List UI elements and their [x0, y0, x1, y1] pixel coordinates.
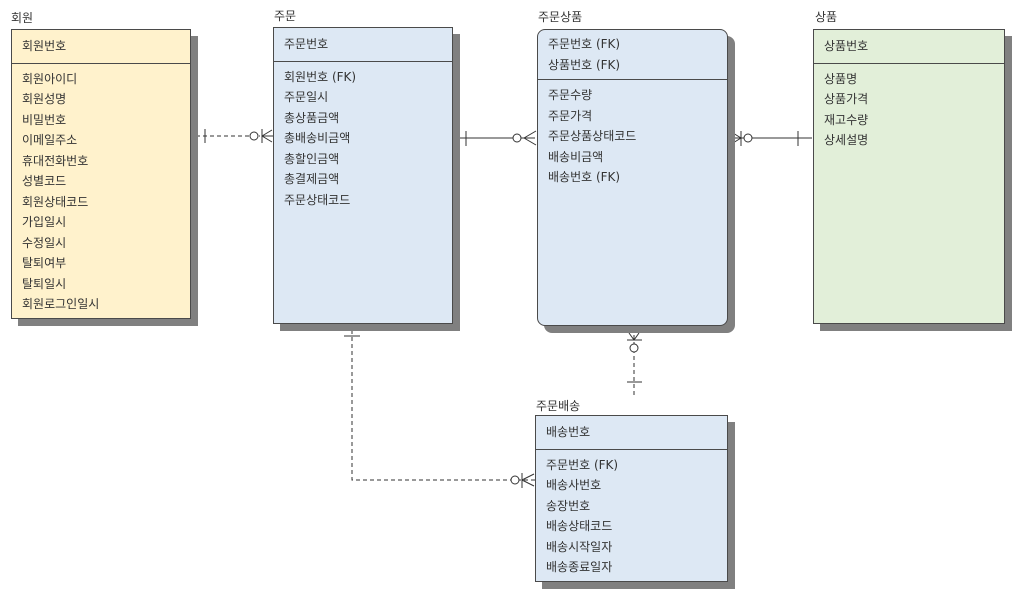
attr: 배송사번호	[546, 478, 602, 492]
attr: 주문수량	[548, 88, 593, 102]
attr: 배송시작일자	[546, 539, 613, 554]
pk-section: 배송번호	[536, 416, 727, 450]
attr: 송장번호	[546, 498, 591, 513]
rel-order-orderitem[interactable]	[459, 130, 537, 146]
pk-attr: 주문번호 (FK)	[548, 37, 621, 51]
rel-delivery-orderitem[interactable]	[627, 332, 642, 396]
pk-section: 주문번호	[274, 28, 452, 62]
entity-product[interactable]: 상품번호 상품명 상품가격 재고수량 상세설명	[813, 29, 1005, 324]
attr-section: 회원번호 (FK) 주문일시 총상품금액 총배송비금액 총할인금액 총결제금액 …	[274, 62, 452, 211]
pk-attr: 상품번호 (FK)	[548, 57, 621, 72]
pk-attr: 상품번호	[824, 39, 869, 53]
attr-section: 상품명 상품가격 재고수량 상세설명	[814, 64, 1004, 151]
attr-section: 주문번호 (FK) 배송사번호 송장번호 배송상태코드 배송시작일자 배송종료일…	[536, 450, 727, 578]
attr: 회원성명	[22, 92, 67, 106]
attr: 탈퇴여부	[22, 256, 67, 270]
attr: 총결제금액	[284, 172, 340, 186]
entity-delivery[interactable]: 배송번호 주문번호 (FK) 배송사번호 송장번호 배송상태코드 배송시작일자 …	[535, 415, 728, 582]
attr: 가입일시	[22, 215, 67, 229]
attr: 회원상태코드	[22, 194, 89, 209]
attr: 상세설명	[824, 133, 869, 147]
entity-title-order-item: 주문상품	[538, 10, 583, 24]
attr: 주문일시	[284, 90, 329, 104]
attr: 배송종료일자	[546, 560, 613, 574]
pk-attr: 주문번호	[284, 37, 329, 51]
attr: 수정일시	[22, 235, 67, 250]
attr: 상품가격	[824, 92, 869, 106]
entity-member[interactable]: 회원번호 회원아이디 회원성명 비밀번호 이메일주소 휴대전화번호 성별코드 회…	[11, 29, 191, 319]
attr: 배송상태코드	[546, 519, 613, 533]
attr: 성별코드	[22, 174, 67, 188]
rel-product-orderitem[interactable]	[732, 131, 812, 146]
attr: 총할인금액	[284, 151, 340, 166]
attr-section: 회원아이디 회원성명 비밀번호 이메일주소 휴대전화번호 성별코드 회원상태코드…	[12, 64, 190, 315]
attr: 총상품금액	[284, 110, 340, 125]
attr: 총배송비금액	[284, 131, 351, 145]
attr: 재고수량	[824, 112, 869, 127]
pk-section: 회원번호	[12, 30, 190, 64]
entity-order-item[interactable]: 주문번호 (FK) 상품번호 (FK) 주문수량 주문가격 주문상품상태코드 배…	[537, 29, 728, 326]
attr: 상품명	[824, 71, 858, 86]
pk-attr: 회원번호	[22, 39, 67, 53]
attr: 휴대전화번호	[22, 153, 89, 168]
attr: 배송비금액	[548, 149, 604, 164]
attr: 탈퇴일시	[22, 276, 67, 291]
attr: 주문번호 (FK)	[546, 457, 619, 472]
attr: 회원번호 (FK)	[284, 69, 357, 84]
attr: 비밀번호	[22, 112, 67, 127]
pk-section: 상품번호	[814, 30, 1004, 64]
entity-title-product: 상품	[815, 10, 838, 24]
entity-title-delivery: 주문배송	[536, 399, 581, 413]
entity-order[interactable]: 주문번호 회원번호 (FK) 주문일시 총상품금액 총배송비금액 총할인금액 총…	[273, 27, 453, 324]
rel-order-delivery[interactable]	[344, 330, 535, 488]
attr: 이메일주소	[22, 133, 78, 147]
attr: 회원아이디	[22, 71, 78, 86]
attr: 회원로그인일시	[22, 297, 100, 311]
entity-title-order: 주문	[274, 9, 297, 23]
attr: 주문상태코드	[284, 192, 351, 207]
entity-title-member: 회원	[11, 11, 34, 25]
pk-section: 주문번호 (FK) 상품번호 (FK)	[538, 30, 727, 80]
attr-section: 주문수량 주문가격 주문상품상태코드 배송비금액 배송번호 (FK)	[538, 80, 727, 188]
rel-member-order[interactable]	[196, 129, 273, 143]
attr: 배송번호 (FK)	[548, 170, 621, 184]
attr: 주문가격	[548, 108, 593, 123]
pk-attr: 배송번호	[546, 425, 591, 439]
attr: 주문상품상태코드	[548, 129, 637, 143]
